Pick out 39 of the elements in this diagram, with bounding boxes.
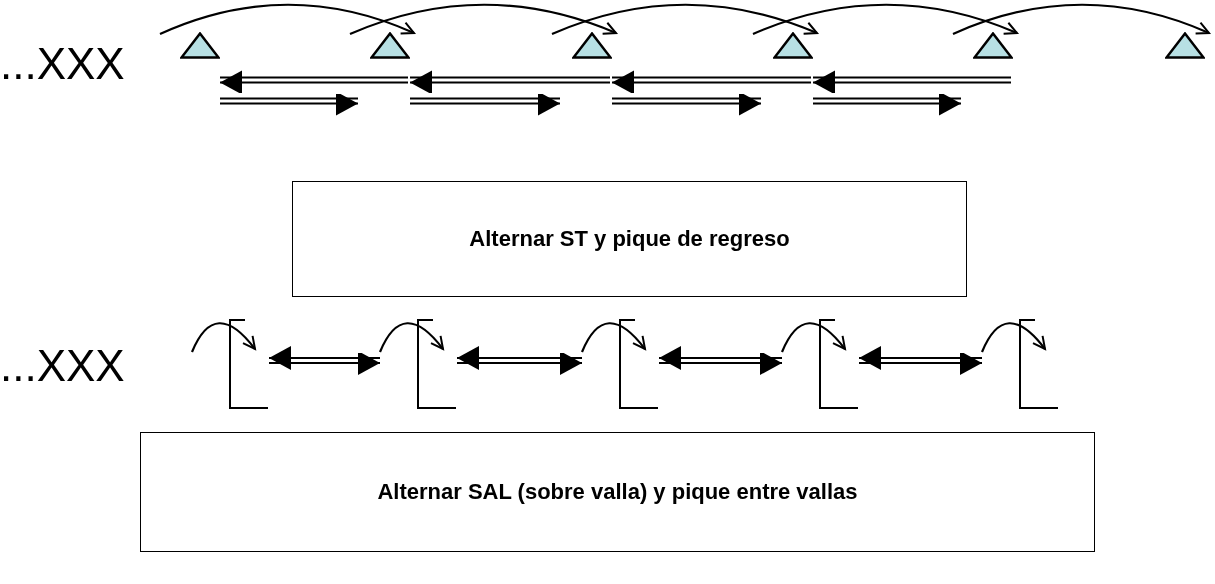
curved-arrow: [551, 3, 818, 36]
instruction-text: Alternar ST y pique de regreso: [469, 226, 790, 252]
cone-marker: [973, 32, 1013, 59]
jump-arrow: [581, 322, 646, 353]
double-line-arrow: [268, 346, 381, 375]
double-line-arrow: [658, 346, 783, 375]
curved-arrow: [159, 3, 415, 35]
cone-marker: [180, 32, 220, 59]
double-line-arrow: [812, 91, 962, 116]
cone-marker: [773, 32, 813, 59]
double-line-arrow: [611, 70, 812, 95]
double-line-arrow: [219, 91, 359, 116]
continuation-text: ...XXX: [0, 344, 125, 388]
instruction-box: [140, 432, 1095, 552]
double-line-arrow: [812, 70, 1012, 95]
double-line-arrow: [858, 346, 983, 375]
hurdle: [819, 319, 858, 409]
double-line-arrow: [219, 70, 409, 95]
curved-arrow: [952, 3, 1210, 35]
double-line-arrow: [409, 70, 611, 95]
curved-arrow: [349, 3, 617, 36]
cone-marker: [1165, 32, 1205, 59]
double-line-arrow: [611, 91, 762, 116]
jump-arrow: [379, 322, 444, 353]
curved-arrow: [752, 3, 1018, 36]
double-line-arrow: [409, 91, 561, 116]
double-line-arrow: [456, 346, 583, 375]
instruction-box: [292, 181, 967, 297]
cone-marker: [370, 32, 410, 59]
continuation-text: ...XXX: [0, 42, 125, 86]
hurdle: [619, 319, 658, 409]
hurdle: [417, 319, 456, 409]
jump-arrow: [781, 322, 846, 353]
jump-arrow: [981, 322, 1046, 353]
hurdle: [229, 319, 268, 409]
cone-marker: [572, 32, 612, 59]
instruction-text: Alternar SAL (sobre valla) y pique entre vallas: [377, 479, 858, 505]
hurdle: [1019, 319, 1058, 409]
jump-arrow: [191, 322, 256, 353]
